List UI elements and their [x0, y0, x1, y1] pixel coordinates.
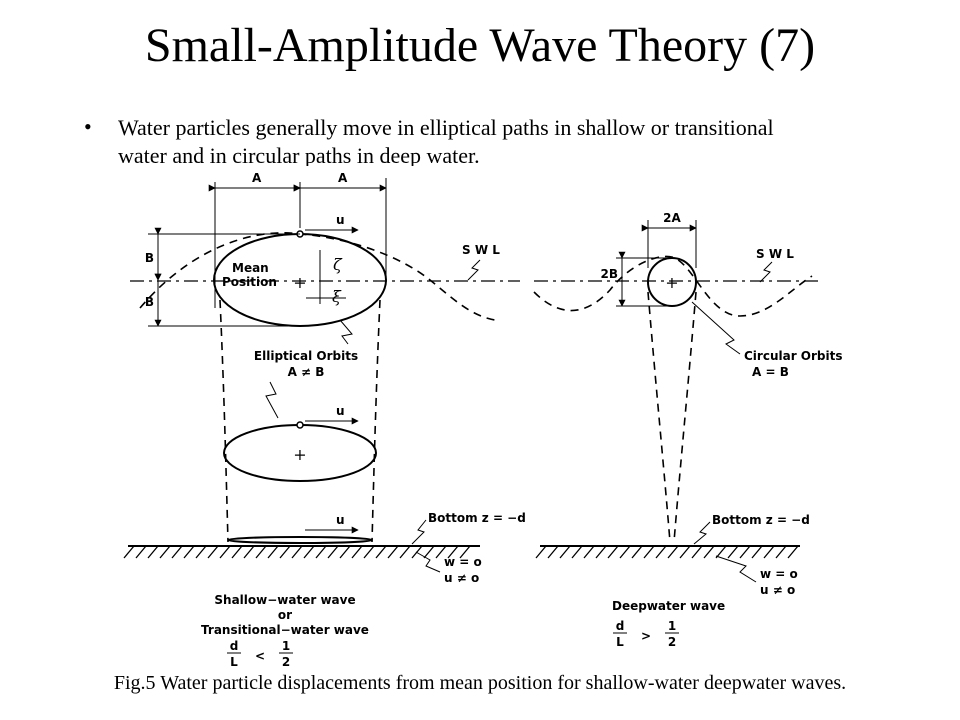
- dim-b-label-upper: B: [145, 251, 154, 265]
- bullet-text: Water particles generally move in ellipt…: [118, 115, 774, 166]
- deep-water-panel: + 2A 2B S W L Circular Orbits A = B: [533, 211, 843, 649]
- wave-orbit-diagram: + Mean Position ζ ξ u A A B B S W L Elli…: [123, 171, 843, 668]
- circular-orbits-leader: [691, 301, 741, 355]
- wave-type-left-3: Transitional−water wave: [201, 623, 369, 637]
- w-condition-right: w = o: [760, 567, 798, 581]
- elliptical-orbits-condition: A ≠ B: [288, 365, 325, 379]
- svg-text:>: >: [641, 629, 651, 643]
- circular-orbits-label: Circular Orbits: [744, 349, 843, 363]
- dim-2b-label: 2B: [601, 267, 619, 281]
- bottom-label-left: Bottom z = −d: [428, 511, 526, 525]
- particle-dot-middle: [296, 421, 304, 429]
- dim-a-label-right: A: [338, 171, 348, 185]
- dim-b-label-lower: B: [145, 295, 154, 309]
- mean-position-label-2: Position: [222, 275, 277, 289]
- wave-type-left-1: Shallow−water wave: [214, 593, 355, 607]
- envelope-left-outer: [219, 299, 229, 543]
- swl-leader-left: [467, 259, 481, 281]
- figure-caption: Fig.5 Water particle displacements from …: [113, 672, 847, 694]
- svg-text:L: L: [616, 635, 624, 649]
- svg-text:d: d: [616, 619, 625, 633]
- u-label-top: u: [336, 213, 345, 227]
- svg-text:2: 2: [282, 655, 290, 668]
- zeta-symbol: ζ: [333, 255, 343, 274]
- bottom-leader-left: [411, 519, 427, 545]
- orbits-leader-mid: [265, 381, 279, 419]
- plus-mark-right: +: [665, 273, 678, 292]
- sea-bed-hatch-left: [123, 545, 471, 559]
- svg-text:1: 1: [668, 619, 676, 633]
- swl-label-right: S W L: [756, 247, 794, 261]
- slide-title: Small-Amplitude Wave Theory (7): [144, 19, 816, 72]
- w-condition-left: w = o: [444, 555, 482, 569]
- xi-symbol: ξ: [332, 287, 342, 306]
- svg-text:d: d: [230, 639, 239, 653]
- svg-text:1: 1: [282, 639, 290, 653]
- orbits-leader-top: [339, 319, 353, 345]
- circular-orbits-condition: A = B: [752, 365, 789, 379]
- svg-text:L: L: [230, 655, 238, 668]
- bottom-leader-right: [693, 521, 711, 545]
- u-condition-left: u ≠ o: [444, 571, 479, 585]
- elliptical-orbits-label: Elliptical Orbits: [254, 349, 358, 363]
- orbit-ellipse-bottom: [227, 536, 373, 544]
- wave-type-right: Deepwater wave: [612, 599, 725, 613]
- wave-type-left-2: or: [278, 608, 292, 622]
- plus-mark-top: +: [293, 273, 306, 292]
- svg-text:<: <: [255, 649, 265, 663]
- sea-bed-hatch-right: [535, 545, 799, 559]
- swl-label-left: S W L: [462, 243, 500, 257]
- condition-leader-right: [715, 555, 757, 583]
- svg-text:2: 2: [668, 635, 676, 649]
- shallow-water-panel: + Mean Position ζ ξ u A A B B S W L Elli…: [123, 171, 526, 668]
- dim-a-label-left: A: [252, 171, 262, 185]
- depth-ratio-right: d L > 1 2: [613, 619, 679, 649]
- wave-profile-right: [533, 255, 813, 317]
- u-label-bottom: u: [336, 513, 345, 527]
- envelope-right-outer: [371, 299, 381, 543]
- bullet-point: • Water particles generally move in elli…: [84, 112, 844, 166]
- bullet-dot-icon: •: [84, 114, 92, 139]
- funnel-right: [673, 291, 697, 543]
- mean-position-label-1: Mean: [232, 261, 269, 275]
- dim-2a-label: 2A: [663, 211, 681, 225]
- swl-leader-right: [759, 261, 773, 283]
- u-label-mid: u: [336, 404, 345, 418]
- funnel-left: [647, 291, 671, 543]
- condition-leader-left: [415, 551, 441, 573]
- wave-profile-left: [139, 231, 496, 321]
- u-condition-right: u ≠ o: [760, 583, 795, 597]
- bottom-label-right: Bottom z = −d: [712, 513, 810, 527]
- depth-ratio-left: d L < 1 2: [227, 639, 293, 668]
- plus-mark-mid: +: [293, 445, 306, 464]
